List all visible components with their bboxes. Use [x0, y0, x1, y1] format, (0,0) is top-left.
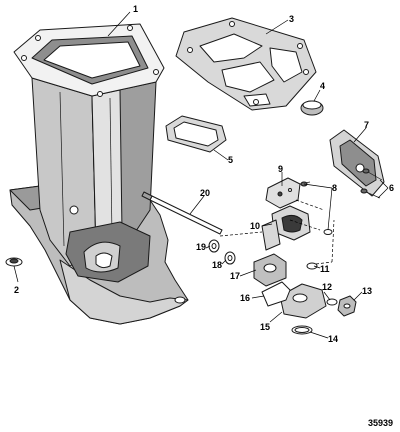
callout-7: 7: [364, 120, 369, 130]
assembly-lines: [219, 199, 335, 265]
long-bolt: [141, 191, 223, 235]
callout-1: 1: [133, 4, 138, 14]
clamp-gasket: [261, 281, 291, 307]
leader-lines: [13, 11, 389, 339]
callout-15: 15: [260, 322, 270, 332]
callout-14: 14: [328, 334, 338, 344]
rubber-mount: [253, 253, 287, 287]
callout-6: 6: [389, 183, 394, 193]
callout-13: 13: [362, 286, 372, 296]
callout-10: 10: [250, 221, 260, 231]
washer-19: [208, 239, 220, 253]
nut-13: [337, 295, 357, 317]
washer-11: [306, 229, 333, 270]
diagram-id-label: 35939: [368, 418, 393, 428]
callout-2: 2: [14, 285, 19, 295]
callout-17: 17: [230, 271, 240, 281]
callout-20: 20: [200, 188, 210, 198]
callout-12: 12: [322, 282, 332, 292]
mount-insert: [261, 205, 311, 251]
callout-16: 16: [240, 293, 250, 303]
screws: [360, 168, 383, 199]
driveshaft-housing: [9, 23, 189, 325]
upper-bracket: [265, 177, 301, 209]
washer-18: [224, 251, 236, 265]
callout-8: 8: [332, 183, 337, 193]
callouts: 1 2 3 4 5 6 7 8 9 10 11 12 13 14 15 16 1…: [14, 4, 394, 344]
grommet: [300, 100, 324, 116]
callout-4: 4: [320, 81, 325, 91]
callout-18: 18: [212, 260, 222, 270]
callout-11: 11: [320, 264, 330, 274]
callout-19: 19: [196, 242, 206, 252]
bolt-with-washer: [5, 257, 23, 267]
plate: [329, 129, 385, 197]
pivot-clamp: [279, 283, 327, 319]
callout-9: 9: [278, 164, 283, 174]
gasket: [175, 17, 317, 111]
o-ring: [291, 325, 313, 335]
seal: [165, 115, 227, 153]
callout-5: 5: [228, 155, 233, 165]
washer-12: [326, 298, 338, 306]
callout-3: 3: [289, 14, 294, 24]
